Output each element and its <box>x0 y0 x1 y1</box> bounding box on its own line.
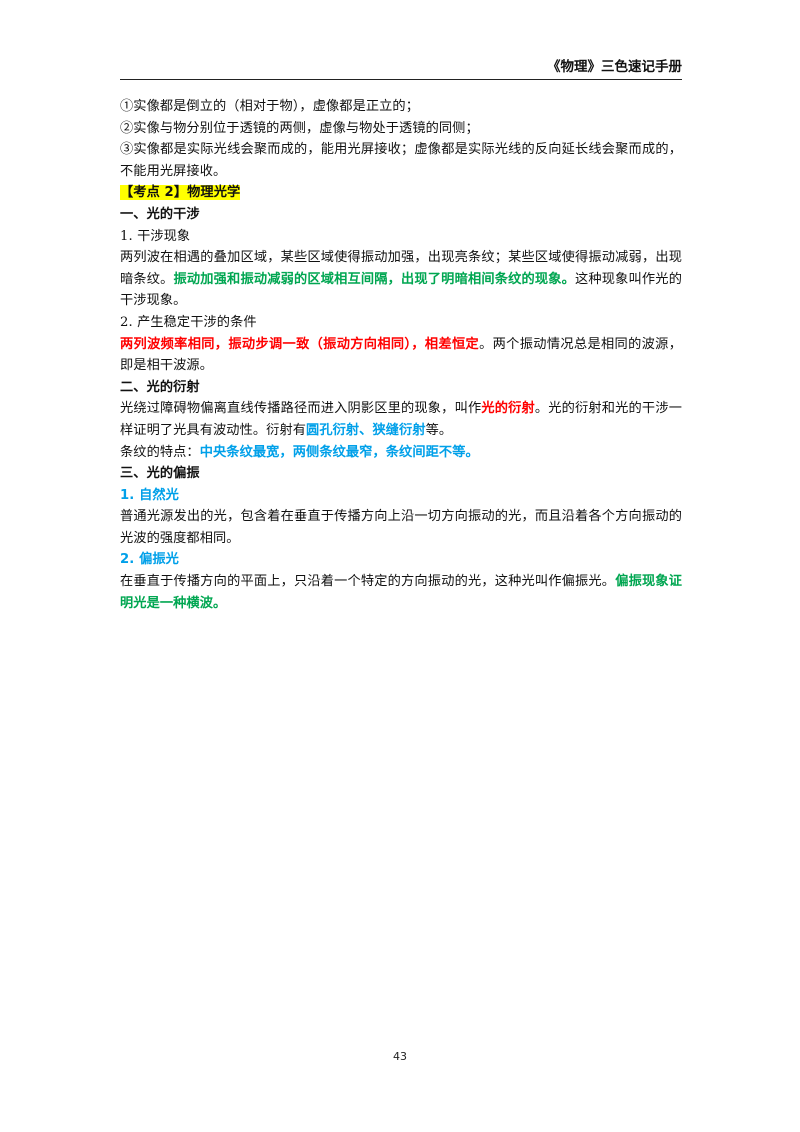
header-divider <box>120 79 682 80</box>
diffraction-p1-red: 光的衍射 <box>481 401 535 417</box>
page-number: 43 <box>393 1050 407 1063</box>
list-item-3: ③实像都是实际光线会聚而成的，能用光屏接收；虚像都是实际光线的反向延长线会聚而成… <box>120 142 682 179</box>
diffraction-p1-tail: 等。 <box>425 422 453 438</box>
polarization-paragraph-2: 在垂直于传播方向的平面上，只沿着一个特定的方向振动的光，这种光叫作偏振光。偏振现… <box>120 571 682 614</box>
interference-p1-green: 振动加强和振动减弱的区域相互间隔，出现了明暗相间条纹的现象。 <box>173 271 576 287</box>
polarization-sub1: 1. 自然光 <box>120 487 179 503</box>
list-item-2: ②实像与物分别位于透镜的两侧，虚像与物处于透镜的同侧； <box>120 120 479 136</box>
diffraction-paragraph-2: 条纹的特点：中央条纹最宽，两侧条纹最窄，条纹间距不等。 <box>120 442 682 464</box>
kaodian-line: 【考点 2】物理光学 <box>120 182 682 204</box>
diffraction-heading: 二、光的衍射 <box>120 379 200 395</box>
interference-p1-tail: 这种现象叫作光的干涉现象。 <box>120 271 682 309</box>
polarization-sub2: 2. 偏振光 <box>120 552 179 568</box>
polarization-p2-green: 偏振现象证明光是一种横波。 <box>120 574 683 611</box>
diffraction-paragraph-1: 光绕过障碍物偏离直线传播路径而进入阴影区里的现象，叫作光的衍射。光的衍射和光的干… <box>120 398 682 441</box>
interference-sub1: 1. 干涉现象 <box>120 228 191 244</box>
interference-sub2: 2. 产生稳定干涉的条件 <box>120 314 257 330</box>
diffraction-p2-text: 条纹的特点： <box>120 444 200 460</box>
diffraction-p1-mid: 。光的衍射和光的干涉一样证明了光具有波动性。衍射有 <box>120 401 682 438</box>
interference-p2-red: 两列波频率相同，振动步调一致（振动方向相同），相差恒定 <box>120 336 480 352</box>
interference-paragraph-1: 两列波在相遇的叠加区域，某些区域使得振动加强，出现亮条纹；某些区域使得振动减弱，… <box>120 247 682 312</box>
diffraction-p1-text: 光绕过障碍物偏离直线传播路径而进入阴影区里的现象，叫作 <box>120 401 482 417</box>
polarization-heading: 三、光的偏振 <box>120 466 200 482</box>
list-item-1: ①实像都是倒立的（相对于物），虚像都是正立的； <box>120 99 420 114</box>
header-title: 《物理》三色速记手册 <box>547 59 682 75</box>
polarization-paragraph-1: 普通光源发出的光，包含着在垂直于传播方向上沿一切方向振动的光，而且沿着各个方向振… <box>120 509 682 546</box>
diffraction-p2-blue: 中央条纹最宽，两侧条纹最窄，条纹间距不等。 <box>199 444 479 460</box>
interference-p2-tail: 。两个振动情况总是相同的波源，即是相干波源。 <box>120 336 682 374</box>
diffraction-p1-blue: 圆孔衍射、狭缝衍射 <box>306 422 426 438</box>
interference-paragraph-2: 两列波频率相同，振动步调一致（振动方向相同），相差恒定。两个振动情况总是相同的波… <box>120 334 682 377</box>
interference-p1-text: 两列波在相遇的叠加区域，某些区域使得振动加强，出现亮条纹；某些区域使得振动减弱，… <box>120 250 682 287</box>
page-content: ①实像都是倒立的（相对于物），虚像都是正立的； ②实像与物分别位于透镜的两侧，虚… <box>120 96 682 614</box>
polarization-p2-text: 在垂直于传播方向的平面上，只沿着一个特定的方向振动的光，这种光叫作偏振光。 <box>120 574 616 590</box>
interference-heading: 一、光的干涉 <box>120 206 200 222</box>
kaodian-label: 【考点 2】物理光学 <box>120 185 241 201</box>
